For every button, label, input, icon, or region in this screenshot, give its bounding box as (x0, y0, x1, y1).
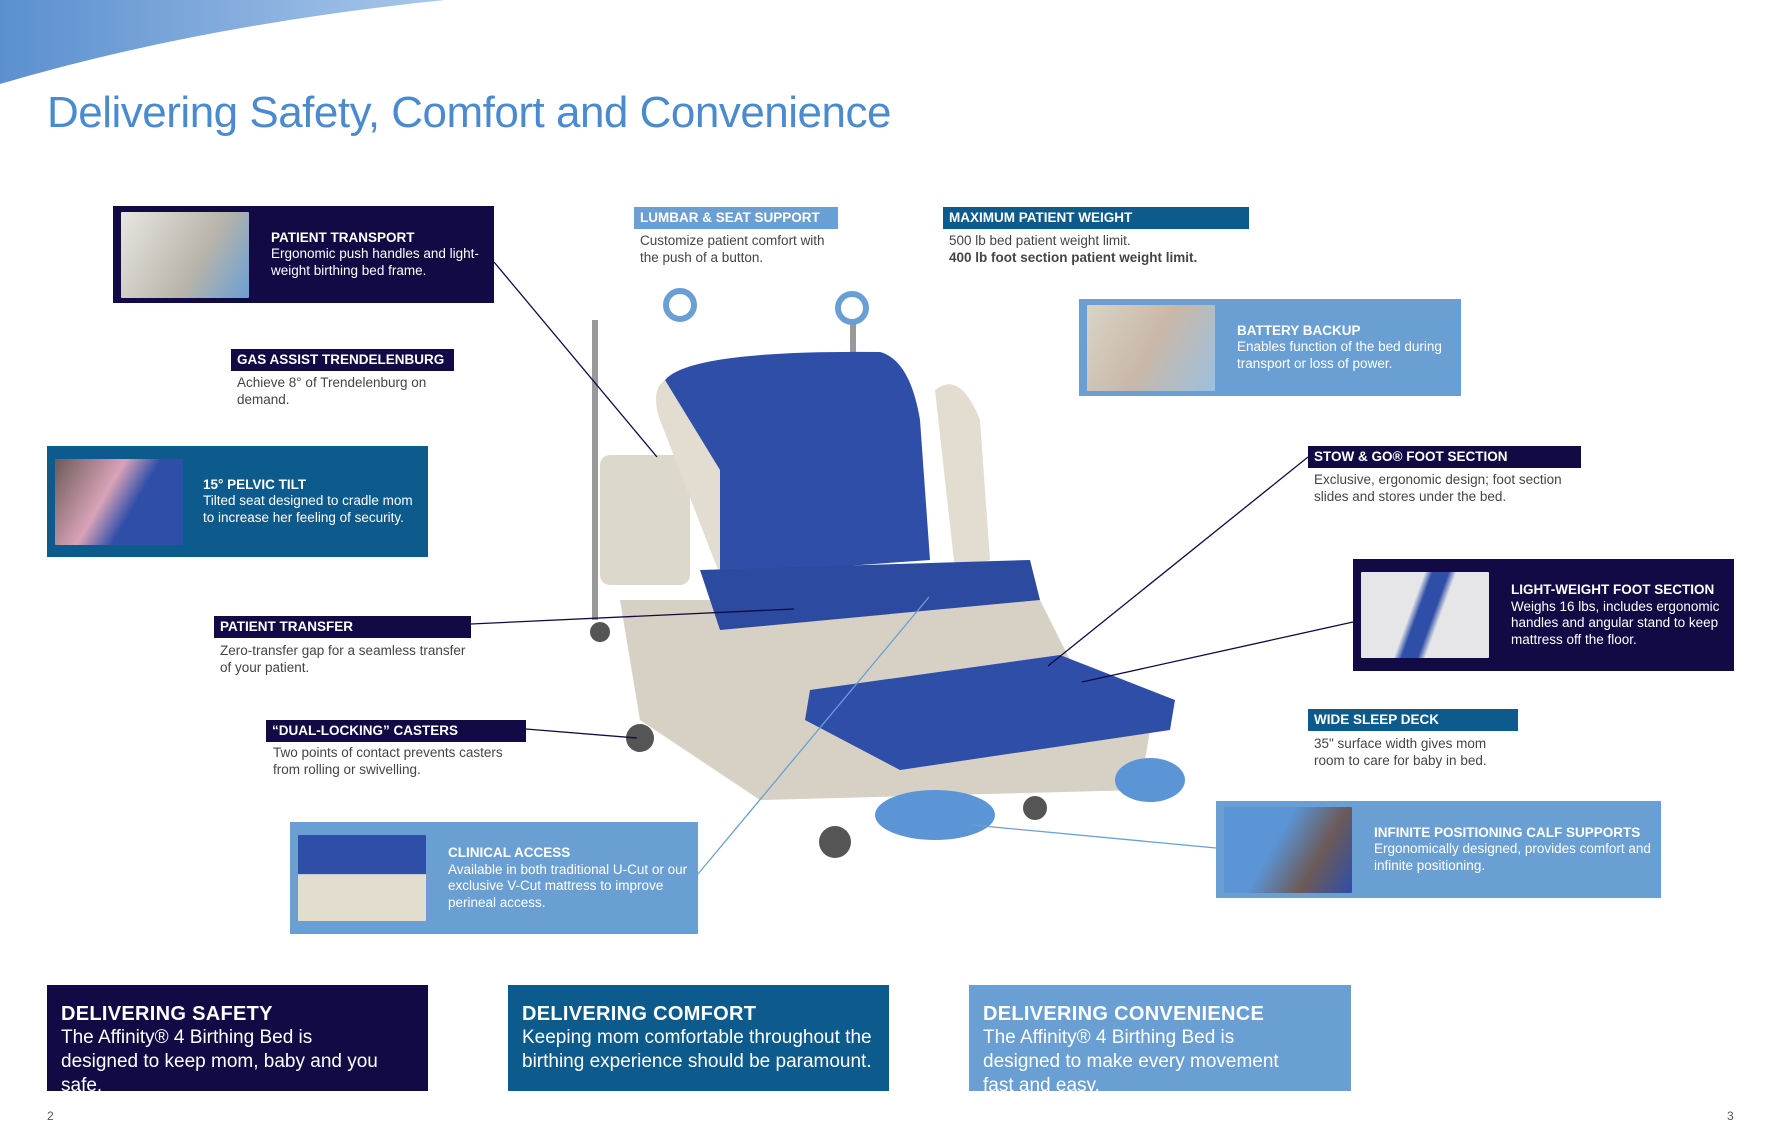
stow-go-label: STOW & GO® FOOT SECTION (1308, 446, 1581, 468)
casters-label: “DUAL-LOCKING” CASTERS (266, 720, 526, 742)
panel-title: DELIVERING COMFORT (522, 1003, 757, 1025)
callout-title: CLINICAL ACCESS (448, 845, 571, 860)
panel-title: DELIVERING SAFETY (61, 1003, 273, 1025)
patient-transfer-text: Zero-transfer gap for a seamless transfe… (220, 643, 466, 675)
page-number-left: 2 (47, 1109, 54, 1123)
casters-text: Two points of contact prevents casters f… (273, 745, 503, 777)
delivering-safety-panel: DELIVERING SAFETY The Affinity® 4 Birthi… (47, 985, 428, 1096)
pelvic-tilt-photo (55, 458, 183, 545)
callout-text: Weighs 16 lbs, includes ergonomic handle… (1511, 598, 1720, 647)
foot-weight-limit: 400 lb foot section patient weight limit… (949, 249, 1198, 265)
panel-text: Keeping mom comfortable throughout the b… (522, 1027, 872, 1072)
patient-transfer-label: PATIENT TRANSFER (214, 616, 471, 638)
birthing-bed-illustration (590, 288, 1185, 858)
callout-text: Ergonomically designed, provides comfort… (1374, 841, 1651, 873)
delivering-convenience-panel: DELIVERING CONVENIENCE The Affinity® 4 B… (969, 985, 1351, 1096)
battery-backup-photo (1087, 304, 1215, 391)
callout-text: Tilted seat designed to cradle mom to in… (203, 493, 413, 525)
gas-assist-label: GAS ASSIST TRENDELENBURG (231, 349, 454, 371)
panel-text: The Affinity® 4 Birthing Bed is designed… (61, 1027, 378, 1096)
panel-title: DELIVERING CONVENIENCE (983, 1003, 1265, 1025)
callout-title: PATIENT TRANSPORT (271, 229, 415, 245)
leader-lines (470, 261, 1354, 739)
callout-text: Ergonomic push handles and light-weight … (271, 246, 479, 278)
page-number-right: 3 (1727, 1109, 1734, 1123)
lumbar-text: Customize patient comfort with the push … (640, 233, 825, 265)
callout-title: BATTERY BACKUP (1237, 322, 1361, 338)
delivering-comfort-panel: DELIVERING COMFORT Keeping mom comfortab… (508, 985, 889, 1091)
clinical-access-photo (298, 835, 426, 921)
gas-assist-text: Achieve 8° of Trendelenburg on demand. (237, 375, 427, 407)
page-title: Delivering Safety, Comfort and Convenien… (47, 88, 891, 137)
callout-title: INFINITE POSITIONING CALF SUPPORTS (1374, 824, 1641, 840)
wide-deck-text: 35" surface width gives mom room to care… (1314, 736, 1487, 768)
callout-title: LIGHT-WEIGHT FOOT SECTION (1511, 582, 1715, 597)
panel-text: The Affinity® 4 Birthing Bed is designed… (983, 1027, 1279, 1096)
lumbar-label: LUMBAR & SEAT SUPPORT (634, 207, 838, 229)
light-foot-photo (1361, 572, 1489, 658)
callout-title: 15° PELVIC TILT (203, 476, 307, 492)
max-weight-label: MAXIMUM PATIENT WEIGHT (943, 207, 1249, 229)
callout-text: Enables function of the bed during trans… (1237, 339, 1442, 371)
calf-supports-photo (1224, 806, 1352, 893)
bed-weight-limit: 500 lb bed patient weight limit. (949, 233, 1131, 248)
callout-text: Available in both traditional U-Cut or o… (448, 861, 688, 910)
max-weight-text: 500 lb bed patient weight limit. 400 lb … (949, 233, 1249, 266)
wide-deck-label: WIDE SLEEP DECK (1308, 709, 1518, 731)
patient-transport-photo (121, 211, 249, 298)
stow-go-text: Exclusive, ergonomic design; foot sectio… (1314, 472, 1562, 504)
header-swoosh (0, 0, 445, 84)
